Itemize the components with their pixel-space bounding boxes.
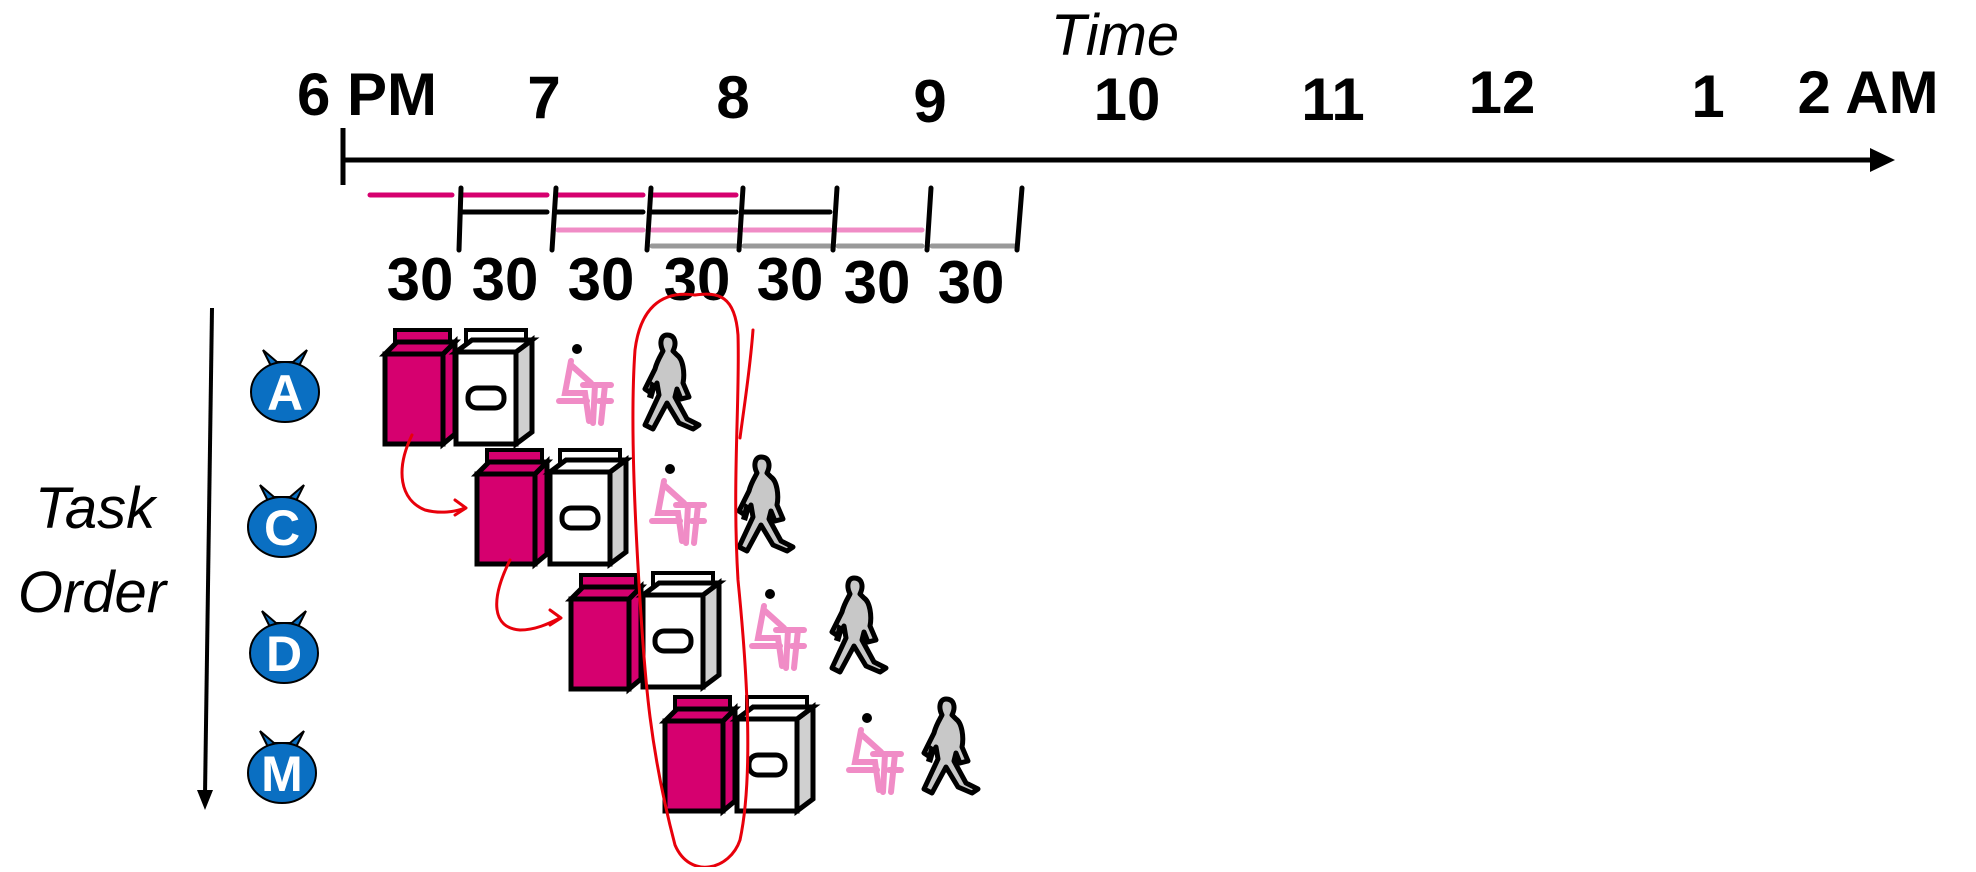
hour-label-7: 7	[527, 64, 560, 131]
folding-person-icon	[849, 713, 901, 792]
duration-label: 30	[664, 246, 731, 313]
task-arrowhead-icon	[197, 790, 213, 810]
handoff-arrow-icon	[495, 558, 562, 632]
laundry-bag-icon: A	[250, 349, 320, 423]
washer-icon	[665, 697, 735, 811]
duration-label: 30	[757, 246, 824, 313]
dryer-icon	[550, 450, 626, 564]
task-row-d: D	[249, 573, 886, 689]
dryer-icon	[456, 330, 532, 444]
washer-icon	[385, 330, 455, 444]
duration-label: 30	[844, 249, 911, 316]
task-letter: D	[266, 626, 302, 682]
hour-label-2am: 2 AM	[1797, 59, 1938, 126]
axis-title: Time	[1051, 3, 1179, 68]
task-order-label-line1: Task	[35, 476, 158, 541]
folding-person-icon	[559, 344, 611, 423]
hour-label-1: 1	[1691, 63, 1724, 130]
folding-person-icon	[752, 589, 804, 668]
hour-label-11: 11	[1301, 66, 1364, 133]
task-letter: C	[264, 500, 300, 556]
washer-icon	[571, 575, 641, 689]
duration-labels: 30 30 30 30 30 30 30	[387, 246, 1005, 316]
stage-divider-mark	[738, 328, 755, 440]
axis-arrowhead-icon	[1870, 148, 1895, 172]
handoff-arrow-icon	[400, 433, 467, 514]
stage-timeline	[367, 185, 1025, 253]
task-order-label-line2: Order	[18, 560, 169, 625]
laundry-bag-icon: C	[247, 484, 317, 558]
folding-person-icon	[652, 464, 704, 543]
hour-label-6pm: 6 PM	[297, 61, 437, 128]
duration-label: 30	[472, 246, 539, 313]
walking-person-icon	[739, 457, 793, 551]
task-order-axis	[197, 307, 214, 810]
hour-label-8: 8	[716, 64, 749, 131]
dryer-icon	[643, 573, 719, 687]
laundry-bag-icon: D	[249, 610, 319, 684]
hour-label-10: 10	[1094, 66, 1161, 133]
task-row-a: A	[250, 330, 699, 444]
time-axis-line	[340, 128, 1895, 185]
task-row-m: M	[247, 697, 978, 811]
duration-label: 30	[387, 246, 454, 313]
duration-label: 30	[938, 249, 1005, 316]
hour-labels: 6 PM 7 8 9 10 11 12 1 2 AM	[297, 59, 1939, 135]
task-letter: A	[267, 365, 303, 421]
hour-label-12: 12	[1469, 59, 1536, 126]
task-letter: M	[261, 746, 303, 802]
hour-label-9: 9	[913, 68, 946, 135]
washer-icon	[477, 450, 547, 564]
duration-label: 30	[568, 246, 635, 313]
walking-person-icon	[924, 699, 978, 793]
walking-person-icon	[645, 335, 699, 429]
walking-person-icon	[832, 578, 886, 672]
task-row-c: C	[247, 450, 793, 564]
laundry-bag-icon: M	[247, 730, 317, 804]
